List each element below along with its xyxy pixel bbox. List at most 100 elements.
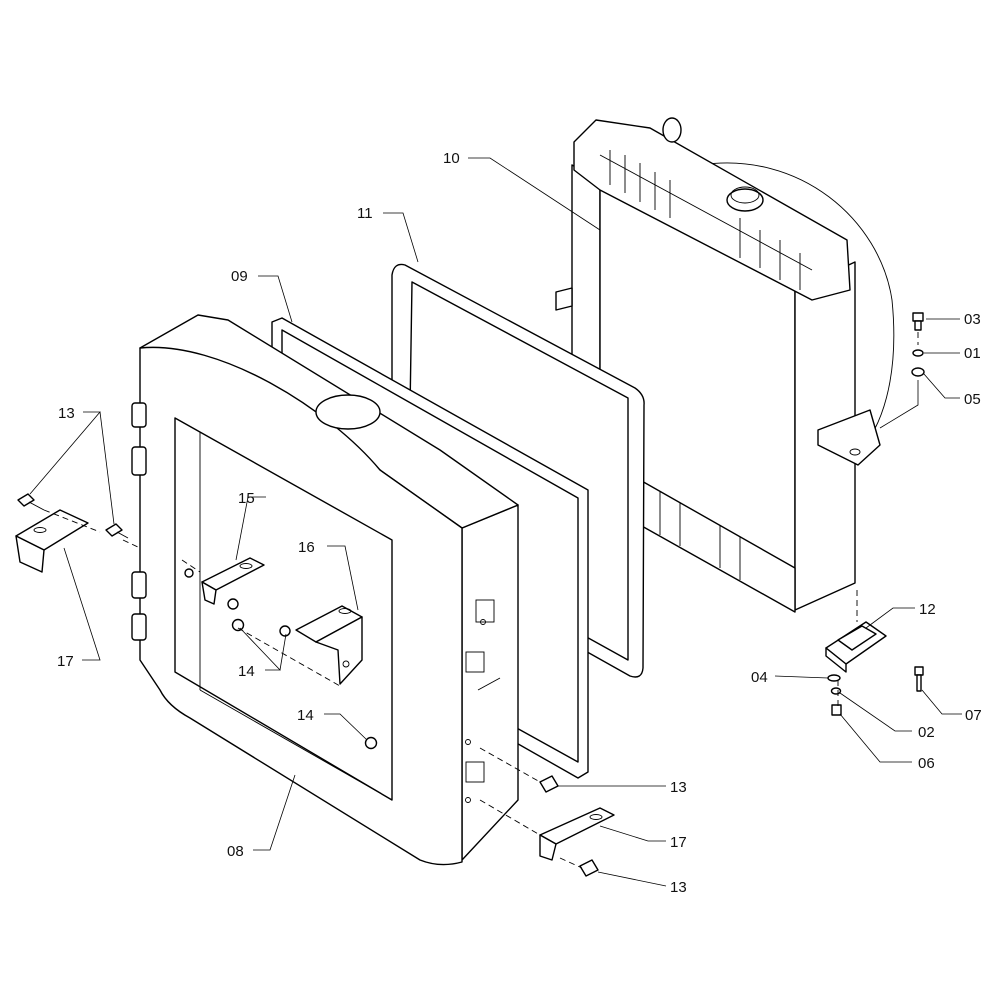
leader-07 <box>921 689 962 715</box>
side-hole-1 <box>480 619 486 625</box>
callout-11: 11 <box>357 205 373 222</box>
bracket-17-bottom <box>539 807 615 861</box>
fan-shroud-arc <box>699 162 895 451</box>
hinge-2-icon <box>131 446 147 476</box>
callout-14-lower: 14 <box>297 707 314 724</box>
side-hole-2 <box>465 739 471 745</box>
leader-02 <box>839 692 912 732</box>
callout-09: 09 <box>231 268 248 285</box>
callout-04: 04 <box>751 669 768 686</box>
hardware-right <box>827 312 925 716</box>
callout-10: 10 <box>443 150 460 167</box>
bolt-13-d-head <box>579 859 599 877</box>
leader-08 <box>253 774 296 851</box>
leader-16 <box>327 545 359 611</box>
filler-cap-icon <box>726 188 764 212</box>
side-slot-3 <box>465 761 485 783</box>
bracket-17-bottom-side <box>539 834 557 861</box>
nut-14-d <box>364 736 378 750</box>
nut-14-a <box>227 598 239 610</box>
callout-02: 02 <box>918 724 935 741</box>
leader-lines <box>29 157 962 887</box>
hid-13-left <box>43 509 141 549</box>
callout-14-upper: 14 <box>238 663 255 680</box>
radiator-left-tab <box>555 287 573 311</box>
bolt-13-c-head <box>539 775 559 793</box>
alignment-lines <box>43 332 919 869</box>
callout-05: 05 <box>964 391 981 408</box>
callout-labels: 10 11 09 03 01 05 13 15 16 12 17 14 04 0… <box>57 150 982 896</box>
hinge-4-icon <box>131 613 147 641</box>
inlet-neck-icon <box>662 117 682 143</box>
bracket-16-hole <box>338 608 352 614</box>
side-slot-2 <box>465 651 485 673</box>
callout-07: 07 <box>965 707 982 724</box>
bolt-03-head <box>912 312 924 322</box>
washer-01 <box>912 349 924 357</box>
bottom-tank-ribs <box>659 492 741 580</box>
callout-15: 15 <box>238 490 255 507</box>
nut-14-b <box>231 618 245 632</box>
nut-14-e <box>184 568 194 578</box>
bracket-15-side <box>201 581 217 605</box>
hid-14 <box>181 559 341 687</box>
radiator <box>555 117 895 613</box>
hinge-1-icon <box>131 402 147 428</box>
bracket-17-bottom-hole <box>589 814 603 820</box>
nuts-14 <box>184 568 378 750</box>
leader-15 <box>235 496 266 561</box>
bracket-15 <box>201 557 265 605</box>
mount-12-top <box>837 625 877 651</box>
washer-05 <box>911 367 925 377</box>
leader-05-mount <box>879 380 919 429</box>
callout-03: 03 <box>964 311 981 328</box>
leader-13a-2 <box>99 411 115 525</box>
mount-12-side <box>825 647 847 673</box>
callout-08: 08 <box>227 843 244 860</box>
leader-14b <box>324 713 368 741</box>
callout-01: 01 <box>964 345 981 362</box>
bolt-13-b-head <box>105 523 123 537</box>
leader-10 <box>468 157 601 231</box>
leader-17b <box>599 825 666 842</box>
side-hole-3 <box>465 797 471 803</box>
bracket-15-hole <box>239 563 253 569</box>
bolt-13-b-shank <box>116 531 129 539</box>
side-slot-long <box>477 677 501 691</box>
window-bottom-edge <box>199 689 393 801</box>
callout-17-bottom: 17 <box>670 834 687 851</box>
side-slot-1 <box>475 599 495 623</box>
top-tank-ribs <box>599 150 813 290</box>
bracket-16-side <box>315 616 363 685</box>
callout-13-mid: 13 <box>670 779 687 796</box>
callout-12: 12 <box>919 601 936 618</box>
mount-12 <box>825 621 887 673</box>
leader-09 <box>258 275 293 323</box>
leader-13a-1 <box>29 411 101 495</box>
hinge-3-icon <box>131 571 147 599</box>
hid-13-bottom-bolt <box>559 857 583 869</box>
bolt-13-a-shank <box>28 501 45 511</box>
leader-14a-2 <box>279 633 287 671</box>
leader-04 <box>774 675 829 679</box>
hid-13-bottom <box>479 747 541 836</box>
bolt-07-head <box>914 666 924 676</box>
bolt-13-a-head <box>17 493 35 507</box>
radiator-side-bracket <box>817 409 881 466</box>
filler-cap-top <box>730 186 760 204</box>
round-opening-icon <box>315 394 381 430</box>
callout-06: 06 <box>918 755 935 772</box>
housing-right-side <box>461 504 519 861</box>
nut-14-c <box>279 625 291 637</box>
leader-13c <box>597 871 667 887</box>
callout-16: 16 <box>298 539 315 556</box>
leader-17a <box>63 547 101 661</box>
callout-13-left: 13 <box>58 405 75 422</box>
bracket-17-left-side <box>15 535 45 573</box>
bracket-hole <box>849 448 861 456</box>
bracket-16-hole-2 <box>342 660 350 668</box>
leader-12 <box>865 607 915 629</box>
bracket-17-left-hole <box>33 527 47 533</box>
